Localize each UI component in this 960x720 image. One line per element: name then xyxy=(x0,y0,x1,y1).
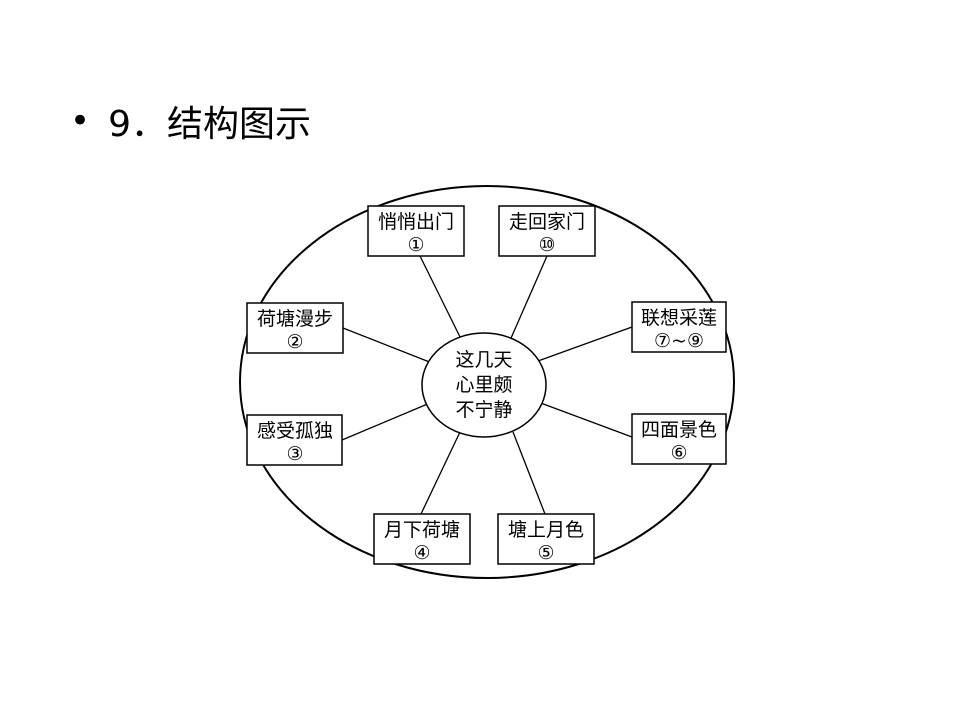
node-box-7-9: 联想采莲 ⑦~⑨ xyxy=(631,301,727,353)
spoke-10 xyxy=(507,255,548,346)
title-bullet: • xyxy=(70,101,91,141)
spoke-1 xyxy=(419,255,465,346)
node-1-number: ① xyxy=(407,234,424,256)
node-2-label: 荷塘漫步 xyxy=(257,308,333,330)
node-6-number: ⑥ xyxy=(670,442,687,464)
node-10-label: 走回家门 xyxy=(509,211,585,233)
node-box-5: 塘上月色 ⑤ xyxy=(497,513,595,565)
spoke-2 xyxy=(342,327,433,364)
spoke-5 xyxy=(512,431,546,515)
node-box-4: 月下荷塘 ④ xyxy=(373,513,471,565)
node-10-number: ⑩ xyxy=(538,234,555,256)
node-box-3: 感受孤独 ③ xyxy=(246,414,343,466)
spoke-6 xyxy=(537,401,633,438)
node-2-number: ② xyxy=(286,331,303,353)
node-box-1: 悄悄出门 ① xyxy=(367,205,465,257)
node-3-label: 感受孤独 xyxy=(257,420,333,442)
node-1-label: 悄悄出门 xyxy=(378,211,454,233)
node-box-6: 四面景色 ⑥ xyxy=(631,413,727,465)
spoke-7-9 xyxy=(537,326,633,362)
spoke-4 xyxy=(420,431,461,515)
spoke-3 xyxy=(341,402,431,441)
center-line-2: 心里颇 xyxy=(455,374,512,396)
center-line-1: 这几天 xyxy=(455,349,512,371)
node-4-number: ④ xyxy=(413,542,430,564)
title-text: 9．结构图示 xyxy=(108,104,311,145)
outer-ellipse xyxy=(239,185,735,579)
node-box-10: 走回家门 ⑩ xyxy=(498,205,596,257)
node-box-2: 荷塘漫步 ② xyxy=(246,302,344,354)
center-line-3: 不宁静 xyxy=(455,399,512,421)
node-3-number: ③ xyxy=(286,443,303,465)
node-7-9-number: ⑦~⑨ xyxy=(654,330,704,352)
node-5-number: ⑤ xyxy=(537,542,554,564)
node-5-label: 塘上月色 xyxy=(508,519,584,541)
node-7-9-label: 联想采莲 xyxy=(641,307,717,329)
node-6-label: 四面景色 xyxy=(641,419,717,441)
spokes xyxy=(341,255,633,515)
center-circle xyxy=(421,332,547,438)
slide-title: • 9．结构图示 xyxy=(70,96,311,146)
node-4-label: 月下荷塘 xyxy=(384,519,460,541)
